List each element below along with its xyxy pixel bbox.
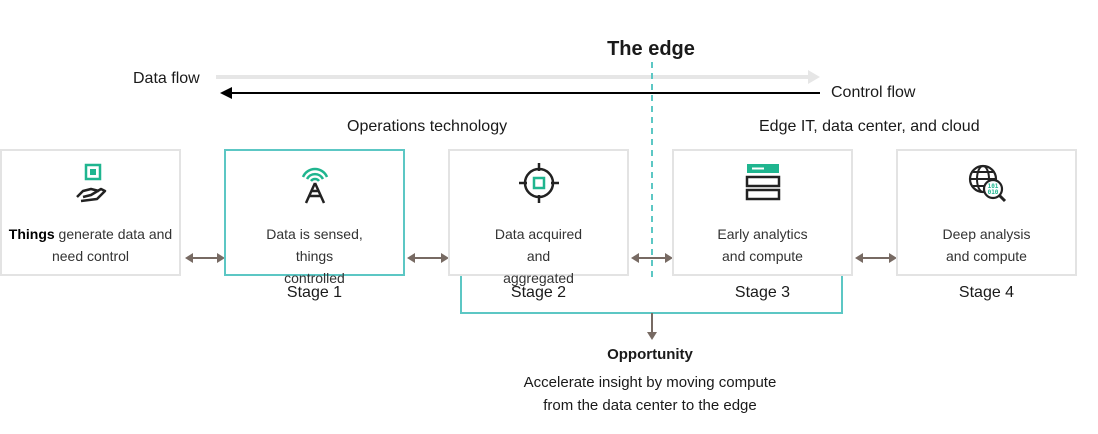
data-flow-arrow — [216, 70, 820, 84]
globe-search-icon: 101 010 — [968, 164, 1006, 203]
box-sensed: Data is sensed, things controlled — [224, 149, 405, 286]
box-acquired-text: Data acquired and aggregated — [494, 226, 583, 286]
box-early-analytics-text: Early analytics and compute — [717, 226, 808, 264]
opportunity-title: Opportunity — [607, 346, 693, 363]
edge-it-label: Edge IT, data center, and cloud — [759, 118, 980, 135]
opportunity-text: Accelerate insight by moving compute fro… — [523, 374, 777, 414]
connector-4-5 — [855, 253, 897, 263]
crosshair-target-icon — [518, 163, 559, 203]
stage-4-label: Stage 4 — [958, 284, 1015, 301]
svg-text:101: 101 — [987, 183, 998, 190]
stage-2-label: Stage 2 — [510, 284, 567, 301]
box-deep-analysis-text: Deep analysis and compute — [942, 226, 1031, 264]
stage-1-label: Stage 1 — [286, 284, 343, 301]
diagram-title: The edge — [607, 38, 695, 60]
opportunity-arrow — [647, 313, 657, 340]
data-flow-label: Data flow — [133, 70, 200, 87]
connector-2-3 — [407, 253, 449, 263]
box-early-analytics: Early analytics and compute — [672, 149, 853, 276]
box-acquired: Data acquired and aggregated — [448, 149, 629, 286]
stage-3-label: Stage 3 — [734, 284, 791, 301]
antenna-signal-icon — [301, 167, 328, 204]
svg-text:010: 010 — [987, 189, 998, 196]
control-flow-arrow — [220, 87, 820, 99]
box-sensed-text: Data is sensed, things controlled — [266, 226, 363, 286]
hand-chip-icon — [75, 163, 106, 203]
control-flow-label: Control flow — [831, 84, 916, 101]
connector-3-4 — [631, 253, 673, 263]
connector-1-2 — [185, 253, 225, 263]
server-rack-icon — [745, 164, 780, 201]
operations-technology-label: Operations technology — [347, 118, 508, 135]
box-things: Things generate data and need control — [0, 149, 181, 276]
box-deep-analysis: 101 010 Deep analysis and compute — [896, 149, 1077, 276]
box-things-text: Things generate data and need control — [8, 226, 173, 264]
